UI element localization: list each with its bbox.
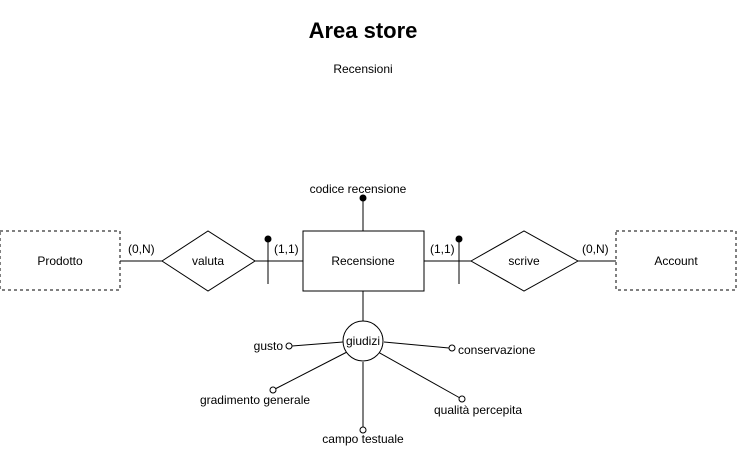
entity-prodotto-label: Prodotto <box>37 254 83 268</box>
relationship-valuta-label: valuta <box>192 254 224 268</box>
attribute-dot-gusto <box>285 342 293 350</box>
page-title: Area store <box>309 18 418 43</box>
attribute-label-conservazione: conservazione <box>458 343 536 357</box>
page-subtitle: Recensioni <box>333 62 392 76</box>
line-conservazione <box>383 341 450 349</box>
key-attribute-dot <box>359 194 367 202</box>
relationship-scrive[interactable]: scrive <box>469 230 580 292</box>
attribute-dot-conservazione <box>448 344 456 352</box>
connector-lines <box>120 200 616 428</box>
attribute-dot-gradimento <box>269 386 277 394</box>
entity-account-label: Account <box>654 254 698 268</box>
identifier-dot-valuta <box>264 235 272 243</box>
cardinality-prodotto-valuta: (0,N) <box>128 242 155 256</box>
relationship-valuta[interactable]: valuta <box>161 230 256 292</box>
entity-prodotto[interactable]: Prodotto <box>0 230 121 291</box>
line-gradimento <box>274 351 348 390</box>
entity-recensione[interactable]: Recensione <box>302 230 425 292</box>
cardinality-valuta-recensione: (1,1) <box>274 242 299 256</box>
attribute-label-gusto: gusto <box>254 339 284 353</box>
key-attribute-label: codice recensione <box>310 182 407 196</box>
cardinality-recensione-scrive: (1,1) <box>430 242 455 256</box>
attribute-label-qualita: qualità percepita <box>434 403 522 417</box>
attribute-label-campo: campo testuale <box>322 432 404 446</box>
cardinality-scrive-account: (0,N) <box>582 242 609 256</box>
attribute-dot-qualita <box>458 395 466 403</box>
entity-account[interactable]: Account <box>615 230 737 291</box>
identifier-dot-scrive <box>455 235 463 243</box>
composite-attribute-giudizi[interactable]: giudizi <box>342 320 384 362</box>
entity-recensione-label: Recensione <box>331 254 395 268</box>
line-qualita <box>377 351 461 399</box>
line-gusto <box>291 341 344 347</box>
attribute-label-gradimento: gradimento generale <box>200 393 310 407</box>
attribute-dot-campo <box>359 426 367 434</box>
composite-attribute-label: giudizi <box>346 334 380 348</box>
relationship-scrive-label: scrive <box>508 254 540 268</box>
